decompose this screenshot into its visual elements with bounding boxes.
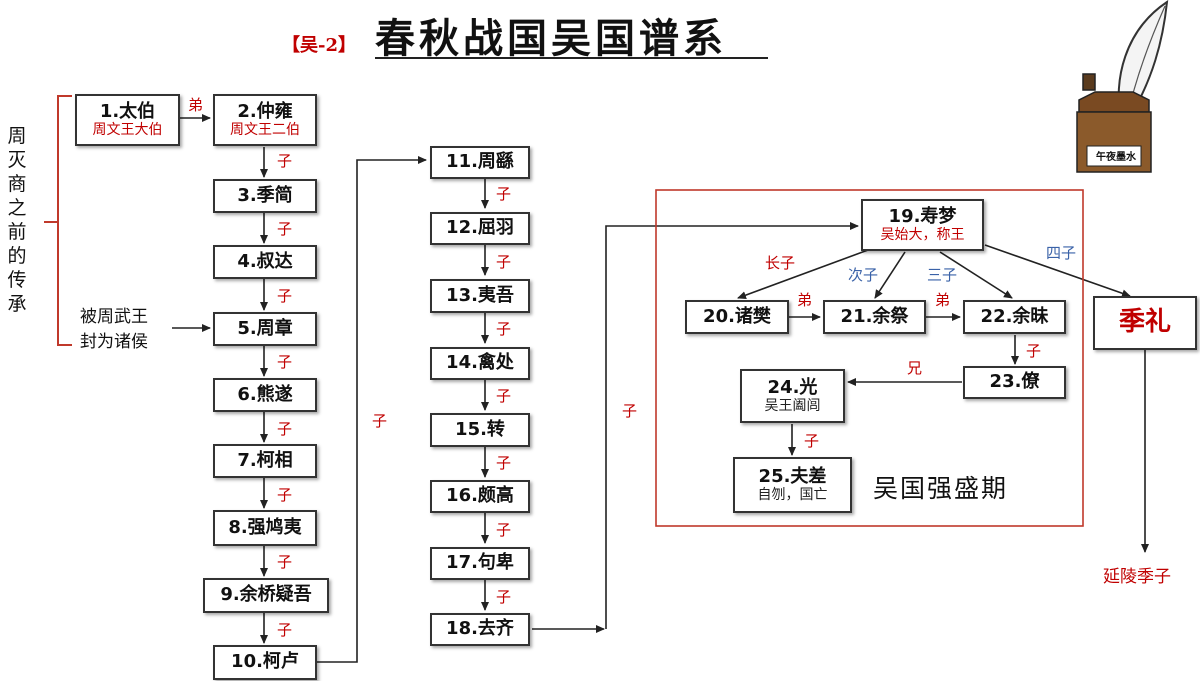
node-name: 4.叔达 bbox=[237, 250, 293, 272]
rel-son: 子 bbox=[496, 387, 512, 405]
node-taibo: 1.太伯 周文王大伯 bbox=[75, 94, 180, 146]
node-note: 周文王二伯 bbox=[230, 122, 300, 139]
node-name: 3.季简 bbox=[237, 184, 293, 206]
node-21: 21.余祭 bbox=[823, 300, 926, 334]
jizha-note: 延陵季子 bbox=[1103, 567, 1171, 587]
enfeoff-line-2: 封为诸侯 bbox=[80, 332, 148, 352]
rel-son: 子 bbox=[277, 621, 293, 639]
node-name: 17.句卑 bbox=[446, 552, 514, 574]
rel-brother: 弟 bbox=[935, 291, 951, 309]
quill-icon bbox=[1076, 0, 1169, 173]
node-name: 10.柯卢 bbox=[231, 651, 299, 673]
node-note: 自刎，国亡 bbox=[757, 487, 828, 504]
node-name: 18.去齐 bbox=[446, 618, 514, 640]
rel-son: 子 bbox=[372, 412, 388, 430]
pre-conquest-note: 周灭商之前的传承 bbox=[7, 125, 27, 315]
node-name: 15.转 bbox=[455, 418, 505, 440]
rel-son: 子 bbox=[496, 253, 512, 271]
node-name: 1.太伯 bbox=[99, 100, 156, 122]
node-22: 22.余昧 bbox=[963, 300, 1066, 334]
node-name: 16.颇高 bbox=[446, 485, 514, 507]
node-4: 4.叔达 bbox=[213, 245, 317, 279]
node-17: 17.句卑 bbox=[430, 547, 530, 580]
page-title: 春秋战国吴国谱系 bbox=[375, 15, 727, 62]
node-name: 23.僚 bbox=[989, 371, 1040, 393]
node-note: 周文王大伯 bbox=[92, 122, 163, 139]
node-name: 8.强鸠夷 bbox=[228, 516, 302, 538]
strong-period-label: 吴国强盛期 bbox=[873, 474, 1009, 503]
node-name: 19.寿梦 bbox=[888, 205, 957, 227]
node-name: 14.禽处 bbox=[446, 352, 514, 374]
rel-son: 子 bbox=[1026, 342, 1042, 360]
node-3: 3.季简 bbox=[213, 179, 317, 213]
rel-second-son: 次子 bbox=[848, 266, 879, 284]
node-12: 12.屈羽 bbox=[430, 212, 530, 245]
rel-third-son: 三子 bbox=[927, 266, 958, 284]
rel-son: 子 bbox=[496, 185, 512, 203]
rel-son: 子 bbox=[622, 402, 638, 420]
rel-son: 子 bbox=[277, 353, 293, 371]
node-16: 16.颇高 bbox=[430, 480, 530, 513]
node-name: 9.余桥疑吾 bbox=[220, 584, 312, 606]
ink-quill-logo: 午夜墨水 bbox=[1055, 0, 1183, 175]
rel-son: 子 bbox=[277, 486, 293, 504]
node-name: 22.余昧 bbox=[980, 305, 1049, 327]
node-name: 11.周繇 bbox=[446, 151, 514, 173]
node-name: 25.夫差 bbox=[758, 465, 827, 487]
node-20: 20.诸樊 bbox=[685, 300, 789, 334]
node-8: 8.强鸠夷 bbox=[213, 510, 317, 546]
node-15: 15.转 bbox=[430, 413, 530, 447]
node-9: 9.余桥疑吾 bbox=[203, 578, 329, 613]
enfeoff-note: 被周武王 封为诸侯 bbox=[80, 305, 148, 355]
node-name: 季礼 bbox=[1118, 307, 1171, 338]
rel-brother: 弟 bbox=[188, 96, 204, 114]
node-name: 7.柯相 bbox=[237, 449, 293, 471]
node-zhongyong: 2.仲雍 周文王二伯 bbox=[213, 94, 317, 146]
rel-son: 子 bbox=[496, 454, 512, 472]
node-name: 5.周章 bbox=[237, 317, 293, 339]
rel-son: 子 bbox=[277, 553, 293, 571]
node-shoumeng: 19.寿梦 吴始大，称王 bbox=[861, 199, 984, 251]
node-10: 10.柯卢 bbox=[213, 645, 317, 680]
node-11: 11.周繇 bbox=[430, 146, 530, 179]
rel-son: 子 bbox=[277, 152, 293, 170]
rel-elder-brother: 兄 bbox=[907, 359, 923, 377]
node-14: 14.禽处 bbox=[430, 347, 530, 380]
rel-son: 子 bbox=[496, 320, 512, 338]
enfeoff-line-1: 被周武王 bbox=[80, 307, 148, 327]
node-18: 18.去齐 bbox=[430, 613, 530, 646]
logo-caption: 午夜墨水 bbox=[1096, 152, 1136, 163]
rel-son: 子 bbox=[496, 521, 512, 539]
node-jizha: 季礼 bbox=[1093, 296, 1197, 350]
rel-son: 子 bbox=[804, 432, 820, 450]
section-tag: 【吴-2】 bbox=[282, 35, 356, 56]
rel-brother: 弟 bbox=[797, 291, 813, 309]
node-name: 12.屈羽 bbox=[446, 217, 514, 239]
node-name: 2.仲雍 bbox=[237, 100, 293, 122]
node-name: 21.余祭 bbox=[840, 305, 909, 327]
rel-son: 子 bbox=[277, 420, 293, 438]
node-name: 6.熊遂 bbox=[237, 383, 293, 405]
node-name: 20.诸樊 bbox=[703, 305, 771, 327]
node-7: 7.柯相 bbox=[213, 444, 317, 478]
node-note: 吴始大，称王 bbox=[880, 227, 965, 244]
rel-son: 子 bbox=[496, 588, 512, 606]
node-name: 13.夷吾 bbox=[446, 284, 514, 306]
rel-son: 子 bbox=[277, 287, 293, 305]
node-13: 13.夷吾 bbox=[430, 279, 530, 313]
node-note: 吴王阖闾 bbox=[764, 398, 821, 415]
rel-son: 子 bbox=[277, 220, 293, 238]
node-fuchai: 25.夫差 自刎，国亡 bbox=[733, 457, 852, 513]
rel-eldest-son: 长子 bbox=[765, 254, 796, 272]
node-name: 24.光 bbox=[767, 376, 818, 398]
node-6: 6.熊遂 bbox=[213, 378, 317, 412]
node-23: 23.僚 bbox=[963, 366, 1066, 399]
node-5: 5.周章 bbox=[213, 312, 317, 346]
node-guang: 24.光 吴王阖闾 bbox=[740, 369, 845, 423]
rel-fourth-son: 四子 bbox=[1046, 244, 1077, 262]
